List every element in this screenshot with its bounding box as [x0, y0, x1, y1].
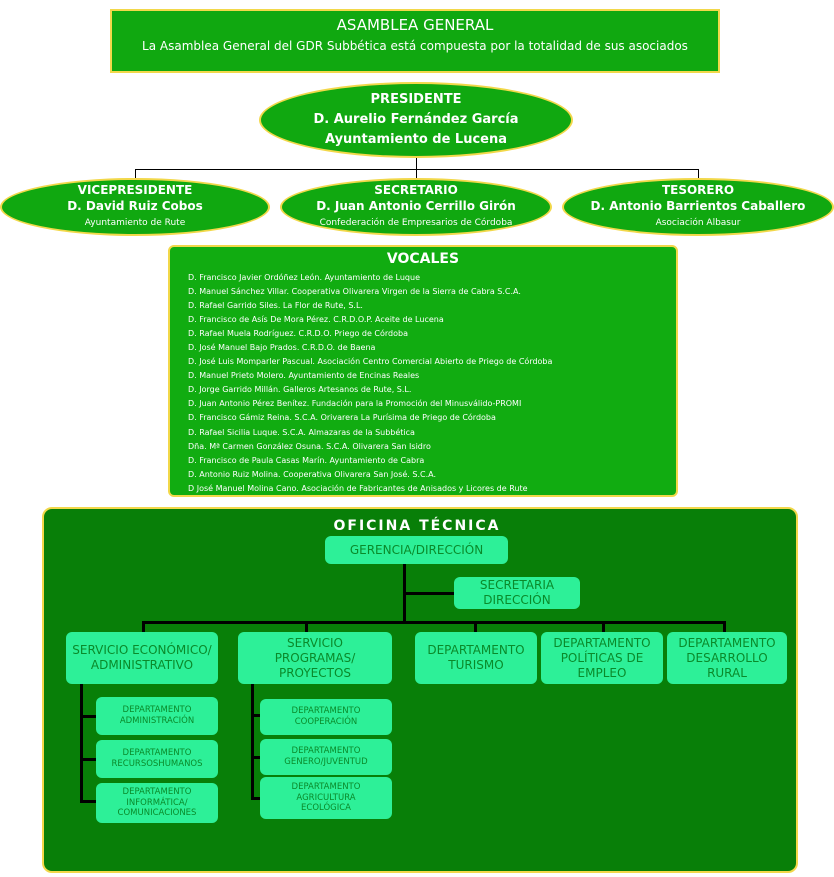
- connector: [142, 621, 726, 624]
- vocales-list: D. Francisco Javier Ordóñez León. Ayunta…: [188, 271, 552, 496]
- asamblea-title: ASAMBLEA GENERAL: [336, 16, 494, 34]
- presidente-org: Ayuntamiento de Lucena: [324, 132, 508, 147]
- vocal-item: D. José Manuel Bajo Prados. C.R.D.O. de …: [188, 343, 376, 353]
- presidente-name: D. Aurelio Fernández García: [313, 112, 519, 127]
- vocal-item: D. Francisco de Paula Casas Marín. Ayunt…: [188, 455, 425, 465]
- vocal-item: D. Jorge Garrido Millán. Galleros Artesa…: [188, 385, 412, 395]
- secretario-node: SECRETARIO D. Juan Antonio Cerrillo Giró…: [280, 178, 552, 236]
- vocal-item: Dña. Mª Carmen González Osuna. S.C.A. Ol…: [188, 441, 431, 451]
- connector: [80, 684, 83, 802]
- connector: [698, 169, 699, 181]
- connector: [305, 621, 308, 633]
- oficina-title: OFICINA TÉCNICA: [333, 518, 501, 534]
- connector: [474, 621, 477, 633]
- departamento-cooperacion-node: DEPARTAMENTO COOPERACIÓN: [260, 699, 392, 735]
- connector: [80, 758, 97, 761]
- tesorero-name: D. Antonio Barrientos Caballero: [590, 199, 806, 213]
- connector: [416, 158, 417, 170]
- departamento-turismo-node: DEPARTAMENTO TURISMO: [415, 632, 537, 684]
- secretario-name: D. Juan Antonio Cerrillo Girón: [316, 199, 516, 213]
- tesorero-node: TESORERO D. Antonio Barrientos Caballero…: [562, 178, 834, 236]
- presidente-role: PRESIDENTE: [370, 92, 462, 107]
- connector: [135, 169, 136, 181]
- connector: [135, 169, 699, 170]
- vocal-item: D. Rafael Muela Rodríguez. C.R.D.O. Prie…: [188, 329, 409, 339]
- connector: [142, 621, 145, 633]
- departamento-agricultura-node: DEPARTAMENTO AGRICULTURA ECOLÓGICA: [260, 777, 392, 819]
- vicepresidente-org: Ayuntamiento de Rute: [84, 218, 186, 228]
- connector: [80, 715, 97, 718]
- departamento-desarrollo-rural-node: DEPARTAMENTO DESARROLLO RURAL: [667, 632, 787, 684]
- connector: [80, 800, 97, 803]
- servicio-programas-node: SERVICIO PROGRAMAS/ PROYECTOS: [238, 632, 392, 684]
- tesorero-org: Asociación Albasur: [655, 218, 741, 228]
- vocal-item: D. Francisco Gámiz Reina. S.C.A. Orivare…: [188, 413, 496, 423]
- vicepresidente-name: D. David Ruiz Cobos: [67, 199, 203, 213]
- vocal-item: D José Manuel Molina Cano. Asociación de…: [188, 483, 528, 493]
- secretario-org: Confederación de Empresarios de Córdoba: [319, 218, 513, 228]
- vocal-item: D. José Luis Momparler Pascual. Asociaci…: [188, 357, 553, 367]
- connector: [723, 621, 726, 633]
- vocal-item: D. Manuel Prieto Molero. Ayuntamiento de…: [188, 371, 420, 381]
- connector: [251, 684, 254, 800]
- vocal-item: D. Juan Antonio Pérez Benítez. Fundación…: [188, 399, 522, 409]
- asamblea-general-box: ASAMBLEA GENERAL La Asamblea General del…: [110, 9, 720, 73]
- vocales-title: VOCALES: [386, 251, 460, 267]
- departamento-administracion-node: DEPARTAMENTO ADMINISTRACIÓN: [96, 697, 218, 735]
- vocal-item: D. Antonio Ruiz Molina. Cooperativa Oliv…: [188, 469, 436, 479]
- vocal-item: D. Rafael Sicilia Luque. S.C.A. Almazara…: [188, 427, 415, 437]
- vocales-box: VOCALES D. Francisco Javier Ordóñez León…: [168, 245, 678, 497]
- asamblea-text: La Asamblea General del GDR Subbética es…: [142, 39, 688, 53]
- connector: [416, 169, 417, 181]
- vocal-item: D. Rafael Garrido Siles. La Flor de Rute…: [188, 301, 363, 311]
- presidente-node: PRESIDENTE D. Aurelio Fernández García A…: [259, 82, 573, 158]
- departamento-genero-node: DEPARTAMENTO GENERO/JUVENTUD: [260, 739, 392, 775]
- connector: [251, 756, 261, 759]
- gerencia-node: GERENCIA/DIRECCIÓN: [325, 536, 508, 564]
- vocal-item: D. Francisco de Asís De Mora Pérez. C.R.…: [188, 315, 444, 325]
- departamento-empleo-node: DEPARTAMENTO POLÍTICAS DE EMPLEO: [541, 632, 663, 684]
- vocal-item: D. Manuel Sánchez Villar. Cooperativa Ol…: [188, 287, 521, 297]
- connector: [251, 714, 261, 717]
- departamento-informatica-node: DEPARTAMENTO INFORMÁTICA/ COMUNICACIONES: [96, 783, 218, 823]
- servicio-economico-node: SERVICIO ECONÓMICO/ ADMINISTRATIVO: [66, 632, 218, 684]
- vicepresidente-role: VICEPRESIDENTE: [77, 183, 193, 197]
- vocal-item: D. Francisco Javier Ordóñez León. Ayunta…: [188, 273, 420, 282]
- departamento-rrhh-node: DEPARTAMENTO RECURSOSHUMANOS: [96, 740, 218, 778]
- tesorero-role: TESORERO: [661, 183, 735, 197]
- connector: [403, 592, 455, 595]
- secretario-role: SECRETARIO: [374, 183, 458, 197]
- connector: [602, 621, 605, 633]
- connector: [251, 797, 261, 800]
- vicepresidente-node: VICEPRESIDENTE D. David Ruiz Cobos Ayunt…: [0, 178, 270, 236]
- secretaria-direccion-node: SECRETARIA DIRECCIÓN: [454, 577, 580, 609]
